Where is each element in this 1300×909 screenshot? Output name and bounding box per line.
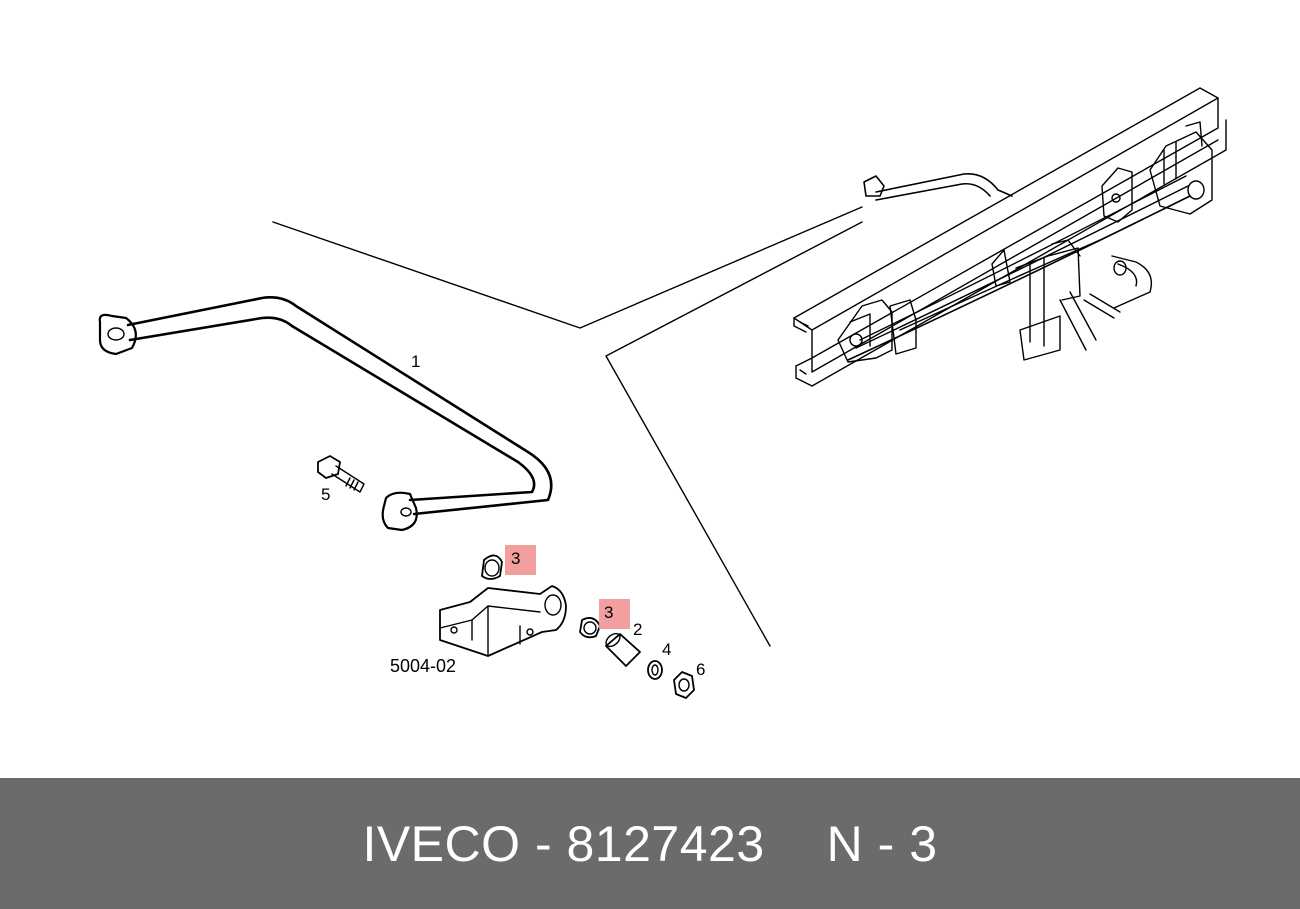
callout-2: 2 — [633, 620, 643, 639]
stabilizer-bar — [98, 296, 553, 532]
washer — [647, 660, 663, 680]
quantity-label: N — [826, 815, 864, 872]
chassis-frame — [793, 87, 1227, 387]
part-number: 8127423 — [566, 815, 765, 872]
highlight-callout-3-top — [505, 545, 536, 575]
sleeve — [605, 632, 641, 667]
bolt — [317, 455, 365, 493]
nut — [673, 671, 695, 699]
callout-3-lower: 3 — [604, 603, 614, 622]
callout-6: 6 — [696, 660, 706, 679]
parts-diagram — [98, 87, 1227, 699]
brand-label: IVECO — [362, 815, 521, 872]
mounting-bracket — [439, 585, 567, 657]
highlight-callout-3-lower — [599, 599, 630, 629]
separator: - — [534, 815, 553, 872]
bushing-top — [481, 554, 503, 580]
quantity-value: 3 — [909, 815, 938, 872]
zoom-leader-lines — [272, 206, 863, 647]
callout-1: 1 — [411, 352, 421, 371]
callout-5: 5 — [321, 485, 331, 504]
bushing-lower — [579, 617, 601, 639]
callout-4: 4 — [662, 640, 672, 659]
group-label: 5004-02 — [390, 656, 457, 676]
part-number-banner: IVECO - 8127423 N - 3 — [0, 778, 1300, 909]
callout-3-top: 3 — [511, 549, 521, 568]
separator-2: - — [877, 815, 895, 872]
